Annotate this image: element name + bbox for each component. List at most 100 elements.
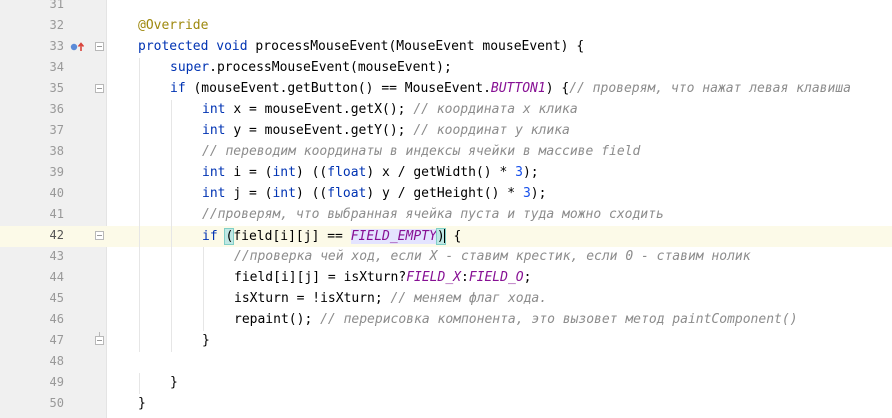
line-number: 33 [49, 39, 64, 53]
gutter-cell: 33 [0, 37, 106, 58]
indent-guide [139, 184, 140, 205]
code-text: if (field[i][j] == FIELD_EMPTY) { [202, 228, 462, 245]
gutter-cell: 34 [0, 58, 106, 79]
indent-guide [171, 226, 172, 247]
code-text: repaint(); // перерисовка компонента, эт… [234, 312, 798, 327]
fold-end-icon[interactable] [95, 332, 104, 345]
code-text: //проверка чей ход, если Х - ставим крес… [234, 249, 751, 264]
code-token: field[i][j] == [233, 229, 351, 244]
code-token: ) [435, 228, 446, 245]
code-line[interactable]: 32 @Override [0, 16, 892, 37]
indent-guide [139, 100, 140, 121]
line-number: 50 [49, 396, 64, 410]
code-token: // меняем флаг хода. [390, 291, 548, 306]
code-token: { [445, 229, 462, 244]
code-token: ) (( [295, 165, 328, 180]
code-line[interactable]: 42 if (field[i][j] == FIELD_EMPTY) { [0, 226, 892, 247]
code-token: FIELD_X [406, 270, 461, 285]
code-token: ) x / getWidth() * [366, 165, 516, 180]
code-token: float [327, 165, 367, 180]
override-method-icon[interactable] [70, 41, 88, 53]
code-line[interactable]: 49} [0, 373, 892, 394]
indent-guide [171, 247, 172, 268]
code-token: FIELD_O [468, 270, 524, 285]
code-token: int [202, 123, 234, 138]
code-text: } [170, 375, 178, 390]
indent-guide [203, 268, 204, 289]
indent-guide [139, 268, 140, 289]
gutter-cell: 36 [0, 100, 106, 121]
code-line[interactable]: 43 //проверка чей ход, если Х - ставим кр… [0, 247, 892, 268]
fold-collapse-icon[interactable] [95, 84, 104, 93]
code-token: } [202, 333, 210, 348]
line-number: 46 [49, 312, 64, 326]
gutter-cell: 37 [0, 121, 106, 142]
code-token: : [460, 270, 469, 285]
code-token: y = mouseEvent.getY(); [233, 123, 414, 138]
code-line[interactable]: 47} [0, 331, 892, 352]
indent-guide [139, 142, 140, 163]
code-text: @Override [138, 18, 208, 33]
indent-guide [139, 58, 140, 79]
code-line[interactable]: 37 int y = mouseEvent.getY(); // координа… [0, 121, 892, 142]
code-line[interactable]: 46 repaint(); // перерисовка компонента, … [0, 310, 892, 331]
code-token: int [202, 165, 234, 180]
line-number: 43 [49, 249, 64, 263]
indent-guide [139, 79, 140, 100]
code-line[interactable]: 35 if (mouseEvent.getButton() == MouseEve… [0, 79, 892, 100]
line-number: 36 [49, 102, 64, 116]
code-token: // переводим координаты в индексы ячейки… [202, 144, 641, 159]
code-text: protected void processMouseEvent(MouseEv… [138, 39, 584, 54]
code-line[interactable]: 33 protected void processMouseEvent(Mouse… [0, 37, 892, 58]
gutter-cell: 32 [0, 16, 106, 37]
fold-collapse-icon[interactable] [95, 42, 104, 51]
code-token: super [170, 60, 210, 75]
code-token: @Override [138, 18, 209, 33]
indent-guide [139, 121, 140, 142]
line-number: 42 [49, 228, 64, 242]
code-token: (mouseEvent.getButton() == MouseEvent. [193, 81, 491, 96]
gutter-cell: 47 [0, 331, 106, 352]
code-line[interactable]: 36 int x = mouseEvent.getX(); // координа… [0, 100, 892, 121]
code-area[interactable] [107, 0, 892, 418]
code-text: } [202, 333, 210, 348]
code-token: i = ( [233, 165, 273, 180]
code-token: isXturn = !isXturn; [234, 291, 391, 306]
code-token: protected [138, 39, 217, 54]
code-line[interactable]: 31 [0, 0, 892, 16]
code-line[interactable]: 48 [0, 352, 892, 373]
fold-collapse-icon[interactable] [95, 231, 104, 240]
code-token: // координат у клика [413, 123, 570, 138]
line-number: 48 [49, 354, 64, 368]
code-token: // проверям, что нажат левая клавиша [569, 81, 851, 96]
indent-guide [171, 289, 172, 310]
indent-guide [139, 331, 140, 352]
code-line[interactable]: 50} [0, 394, 892, 415]
line-number: 38 [49, 144, 64, 158]
code-token: // координата х клика [413, 102, 578, 117]
indent-guide [171, 310, 172, 331]
indent-guide [139, 310, 140, 331]
indent-guide [171, 331, 172, 352]
code-token: field[i][j] = isXturn? [234, 270, 407, 285]
code-token: ; [523, 270, 532, 285]
code-token: int [272, 165, 296, 180]
code-token: } [138, 396, 146, 411]
line-number: 35 [49, 81, 64, 95]
code-token: if [170, 81, 194, 96]
code-line[interactable]: 41//проверям, что выбранная ячейка пуста… [0, 205, 892, 226]
indent-guide [139, 163, 140, 184]
gutter-cell: 31 [0, 0, 106, 16]
line-number: 41 [49, 207, 64, 221]
code-text: int i = (int) ((float) x / getWidth() * … [202, 165, 539, 180]
code-token: x = mouseEvent.getX(); [233, 102, 414, 117]
code-line[interactable]: 38 // переводим координаты в индексы ячей… [0, 142, 892, 163]
code-text: int x = mouseEvent.getX(); // координата… [202, 102, 578, 117]
gutter-cell: 40 [0, 184, 106, 205]
